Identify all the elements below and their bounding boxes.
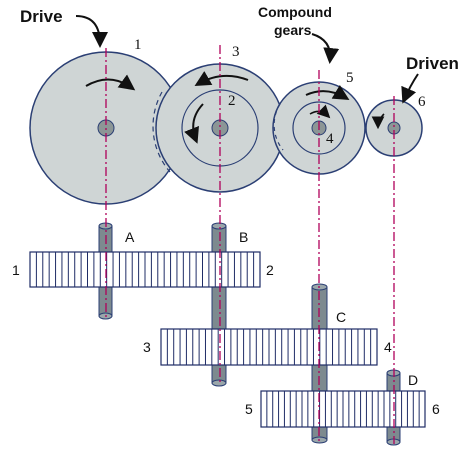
gear-face-label-5: 5 xyxy=(245,401,253,417)
gear-2 xyxy=(181,89,259,167)
gear-5-mesh-dash xyxy=(273,103,284,151)
gear-face-label-2: 2 xyxy=(266,262,274,278)
gear-number-3: 3 xyxy=(232,44,240,60)
gear-3-mesh-dash xyxy=(152,91,171,173)
rotation-arrow-gear-6 xyxy=(371,113,385,130)
centerlines xyxy=(105,45,395,444)
shaft-label-d: D xyxy=(408,372,418,388)
shaft-label-a: A xyxy=(125,229,135,245)
gear-face-label-1: 1 xyxy=(12,262,20,278)
gear-face-label-6: 6 xyxy=(432,401,440,417)
rotation-arrow-gear-3 xyxy=(194,71,249,87)
compound-callout-label-line1: Compound xyxy=(258,4,332,20)
gear-number-5: 5 xyxy=(346,70,354,86)
gear-6 xyxy=(365,99,423,157)
drive-callout-label: Drive xyxy=(20,7,63,26)
compound-callout-arrow xyxy=(311,33,340,64)
gear-face-label-3: 3 xyxy=(143,339,151,355)
shaft-label-c: C xyxy=(336,309,346,325)
gear-face-5-6 xyxy=(260,390,426,428)
drive-callout-arrow xyxy=(75,15,108,48)
compound-callout-label-line2: gears xyxy=(274,22,312,38)
gear-face-label-4: 4 xyxy=(384,339,392,355)
rotation-arrow-gear-1 xyxy=(85,74,136,91)
rotation-arrow-gear-5 xyxy=(305,84,350,101)
gear-number-1: 1 xyxy=(134,37,142,53)
driven-callout-arrow xyxy=(401,73,419,104)
gear-face-3-4 xyxy=(160,328,378,366)
gear-number-4: 4 xyxy=(326,131,334,147)
shaft-label-b: B xyxy=(239,229,248,245)
gear-number-2: 2 xyxy=(228,93,236,109)
gear-face-1-2 xyxy=(29,251,261,288)
rotation-arrow-gear-2 xyxy=(184,103,204,144)
gear-number-6: 6 xyxy=(418,94,426,110)
driven-callout-label: Driven xyxy=(406,54,459,73)
